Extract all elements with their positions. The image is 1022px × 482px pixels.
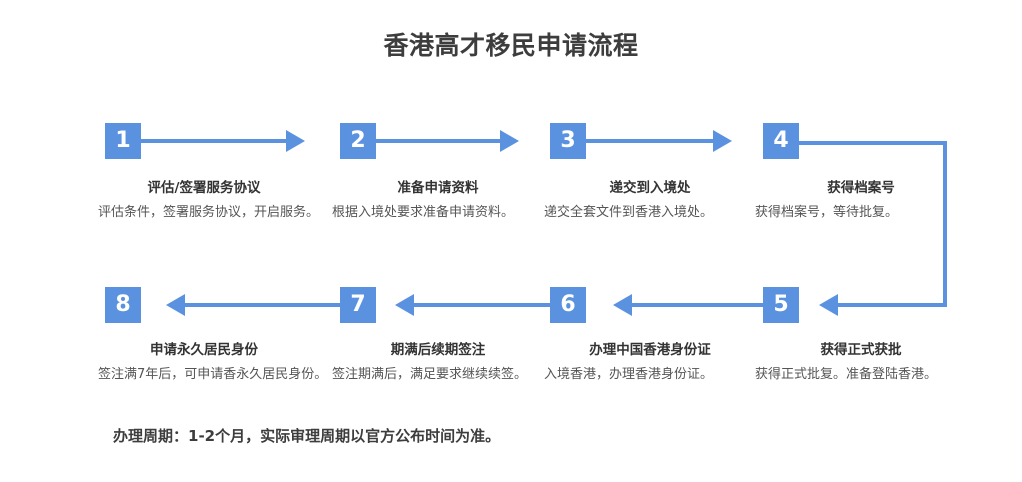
step-number-5[interactable]: 5	[763, 287, 799, 323]
step-title-8: 申请永久居民身份	[150, 342, 258, 358]
step-number-8[interactable]: 8	[105, 287, 141, 323]
step-text-7: 期满后续期签注 签注期满后，满足要求继续续签。	[332, 338, 544, 384]
connector-step4-to-step5-vertical	[943, 141, 947, 307]
step-desc-4: 获得档案号，等待批复。	[755, 205, 899, 220]
step-title-3: 递交到入境处	[609, 180, 691, 196]
step-desc-2: 根据入境处要求准备申请资料。	[332, 205, 515, 220]
connector-step4-to-step5-bottom	[838, 303, 947, 307]
connector-step4-to-step5-top	[799, 141, 947, 145]
step-text-8: 申请永久居民身份 签注满7年后，可申请香永久居民身份。	[98, 338, 328, 384]
step-title-4: 获得档案号	[827, 180, 895, 196]
step-number-6[interactable]: 6	[550, 287, 586, 323]
step-number-4[interactable]: 4	[763, 123, 799, 159]
step-title-6: 办理中国香港身份证	[589, 342, 711, 358]
arrow-step5-to-step6	[613, 294, 763, 316]
step-title-5: 获得正式获批	[820, 342, 902, 358]
arrow-step3-to-step4	[586, 130, 732, 152]
step-desc-1: 评估条件，签署服务协议，开启服务。	[98, 205, 320, 220]
arrow-step7-to-step8	[166, 294, 340, 316]
footer-note: 办理周期：1-2个月，实际审理周期以官方公布时间为准。	[113, 427, 501, 445]
step-text-6: 办理中国香港身份证 入境香港，办理香港身份证。	[544, 338, 756, 384]
step-text-3: 递交到入境处 递交全套文件到香港入境处。	[544, 176, 756, 222]
arrow-step6-to-step7	[395, 294, 550, 316]
arrow-step2-to-step3	[376, 130, 519, 152]
page-title: 香港高才移民申请流程	[383, 31, 639, 60]
step-number-1[interactable]: 1	[105, 123, 141, 159]
step-desc-6: 入境香港，办理香港身份证。	[544, 367, 714, 382]
step-number-3[interactable]: 3	[550, 123, 586, 159]
step-text-2: 准备申请资料 根据入境处要求准备申请资料。	[332, 176, 544, 222]
step-desc-3: 递交全套文件到香港入境处。	[544, 205, 714, 220]
step-text-1: 评估/签署服务协议 评估条件，签署服务协议，开启服务。	[98, 176, 320, 222]
step-title-7: 期满后续期签注	[390, 342, 486, 358]
step-desc-7: 签注期满后，满足要求继续续签。	[332, 367, 528, 382]
step-desc-8: 签注满7年后，可申请香永久居民身份。	[98, 367, 328, 382]
arrow-step1-to-step2	[141, 130, 305, 152]
step-text-4: 获得档案号 获得档案号，等待批复。	[755, 176, 967, 222]
step-number-2[interactable]: 2	[340, 123, 376, 159]
connector-step4-to-step5-arrowhead	[819, 294, 838, 316]
step-text-5: 获得正式获批 获得正式批复。准备登陆香港。	[755, 338, 967, 384]
step-number-7[interactable]: 7	[340, 287, 376, 323]
step-title-2: 准备申请资料	[397, 180, 479, 196]
step-desc-5: 获得正式批复。准备登陆香港。	[755, 367, 938, 382]
step-title-1: 评估/签署服务协议	[147, 180, 261, 196]
